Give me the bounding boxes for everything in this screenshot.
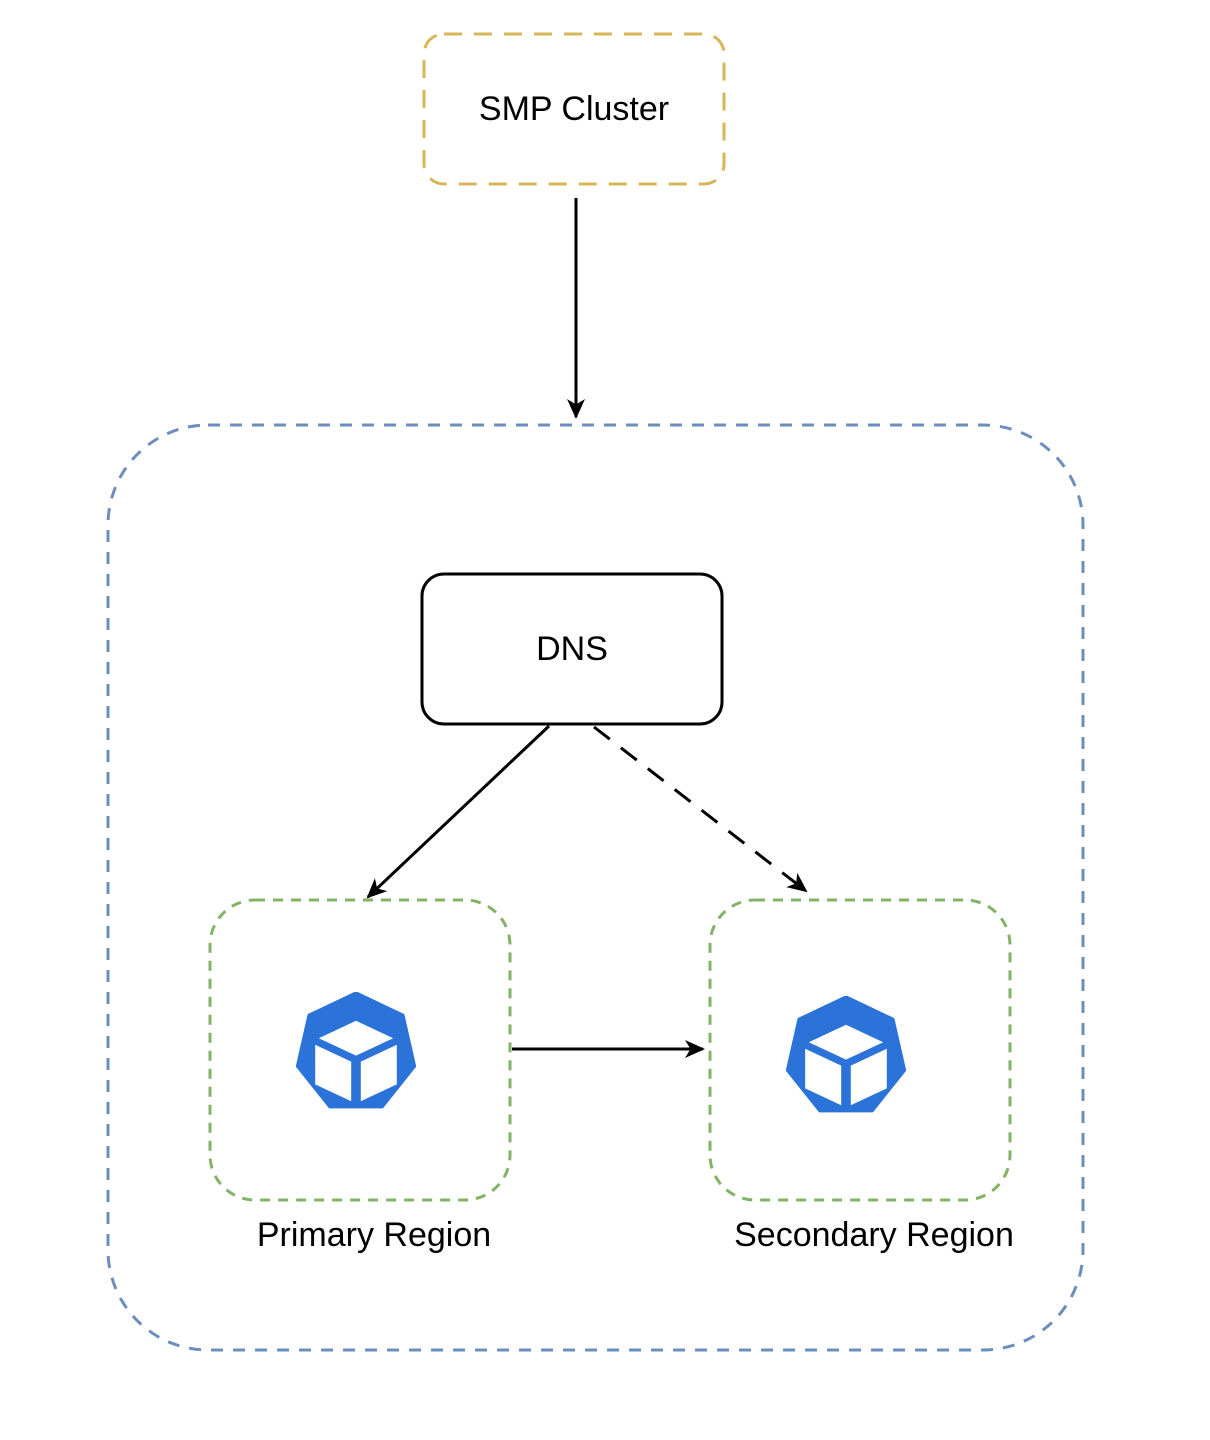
dns-box <box>420 572 724 726</box>
outer-container-box <box>106 423 1085 1352</box>
edge-dns-to-secondary <box>593 725 808 893</box>
edge-dns-to-primary <box>366 724 551 899</box>
smp-cluster-box <box>422 32 726 186</box>
